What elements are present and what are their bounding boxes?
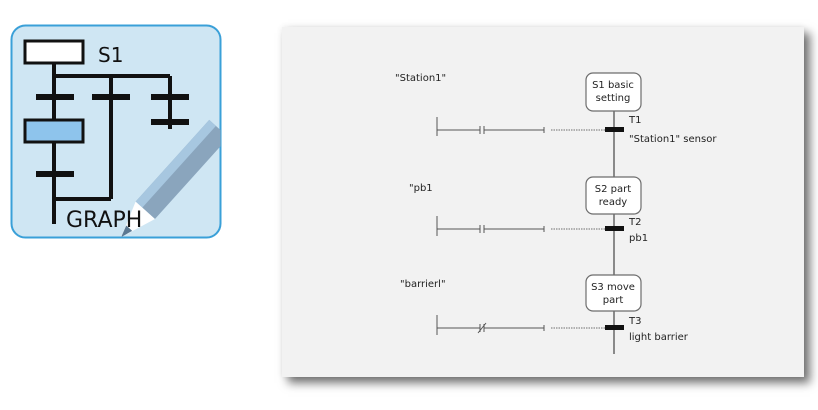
transition-bar[interactable]: [605, 226, 624, 231]
diagram-panel: [282, 27, 804, 377]
transition-bar[interactable]: [605, 325, 624, 330]
variable-label: "Station1": [395, 73, 446, 84]
icon-step-label: S1: [98, 43, 123, 67]
contact-symbol-slash: [477, 322, 487, 334]
pencil-icon: [121, 119, 221, 238]
transition-bar: [36, 94, 74, 100]
step-name-line2: ready: [599, 197, 628, 208]
step-box[interactable]: [585, 72, 642, 112]
sequence-row: "Station1" S1 basic setting T1 "Station1…: [395, 72, 717, 145]
sequence-row: "pb1 S2 part ready T2 pb1: [409, 176, 648, 244]
sequence-row: "barrierl" S3 move part T3 light barrier: [400, 274, 689, 343]
icon-caption: GRAPH: [66, 208, 142, 233]
graph-app-icon: S1 GRAPH: [10, 24, 222, 239]
sequence-diagram: "Station1" S1 basic setting T1 "Station1…: [395, 72, 717, 354]
step-name: S1 basic: [592, 80, 634, 91]
transition-id: T2: [628, 217, 641, 228]
step-name: S2 part: [595, 184, 631, 195]
transition-condition: pb1: [629, 233, 648, 244]
transition-condition: light barrier: [629, 332, 689, 343]
transition-id: T1: [628, 115, 641, 126]
variable-label: "pb1: [409, 183, 433, 194]
transition-bar[interactable]: [605, 127, 624, 132]
step-name: S3 move: [591, 282, 635, 293]
transition-id: T3: [628, 316, 641, 327]
step-name-line2: part: [603, 295, 624, 306]
transition-bar: [92, 94, 130, 100]
transition-condition: "Station1" sensor: [629, 134, 717, 145]
step-name-line2: setting: [596, 93, 631, 104]
active-step-box: [23, 118, 85, 144]
step-box[interactable]: [585, 176, 642, 215]
transition-bar: [151, 94, 189, 100]
transition-bar: [36, 171, 74, 177]
transition-bar: [151, 119, 189, 125]
variable-label: "barrierl": [400, 279, 446, 290]
initial-step-box: [23, 39, 85, 65]
step-box[interactable]: [585, 274, 642, 312]
